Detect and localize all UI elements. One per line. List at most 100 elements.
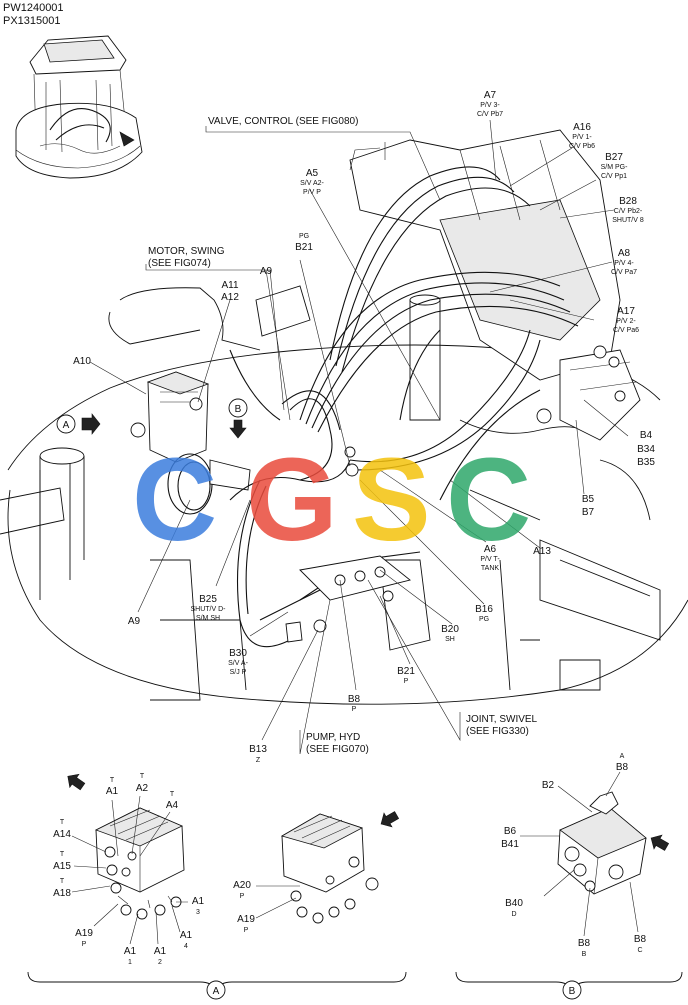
detail-b-b41: B41 <box>501 839 519 850</box>
part-labels: A7 P/V 3- C/V Pb7 A16 P/V 1- C/V Pb6 B27… <box>73 90 655 764</box>
label-a5: A5 <box>306 168 319 179</box>
watermark-letter-s: S <box>352 434 431 566</box>
detail-b-b6: B6 <box>504 826 517 837</box>
detail-a-a1-2-sub: 2 <box>158 959 162 966</box>
control-valve-block <box>349 129 641 441</box>
detail-a-a20: A20 <box>233 880 251 891</box>
callout-valve-control: VALVE, CONTROL (SEE FIG080) <box>208 116 358 127</box>
view-marker-a: A <box>56 413 101 435</box>
watermark-letter-c2: C <box>446 434 531 566</box>
header-code-1: PW1240001 <box>3 2 64 14</box>
label-b8-mid-sub: P <box>352 706 357 713</box>
detail-a-a19: A19 <box>75 928 93 939</box>
label-a7-sub2: C/V Pb7 <box>477 111 503 118</box>
detail-a-a1-1: A1 <box>124 946 137 957</box>
label-b16-sub: PG <box>479 616 489 623</box>
detail-b-b2: B2 <box>542 780 555 791</box>
label-a8: A8 <box>618 248 631 259</box>
detail-a-a14: A14 <box>53 829 71 840</box>
label-a5-sub1: S/V A2- <box>300 180 324 187</box>
label-b27: B27 <box>605 152 623 163</box>
label-a17-sub1: P/V 2- <box>616 318 636 325</box>
label-b21-top-sub: PG <box>299 233 309 240</box>
label-b25-sub2: S/M SH <box>196 615 220 622</box>
label-b8-mid: B8 <box>348 694 361 705</box>
detail-b-b8-b: B8 <box>578 938 591 949</box>
label-a11: A11 <box>221 280 238 291</box>
label-a7-sub1: P/V 3- <box>480 102 500 109</box>
label-b5: B5 <box>582 494 595 505</box>
label-a8-sub2: C/V Pa7 <box>611 269 637 276</box>
detail-a-a19b: A19 <box>237 914 255 925</box>
label-a16: A16 <box>573 122 591 133</box>
detail-a-caption: A <box>213 986 220 997</box>
label-a8-sub1: P/V 4- <box>614 260 634 267</box>
detail-b-b8-top: B8 <box>616 762 629 773</box>
detail-a-a19b-sub: P <box>244 927 249 934</box>
detail-a-a1t-sup: T <box>110 777 115 784</box>
detail-a-a20-sub: P <box>240 893 245 900</box>
label-b13: B13 <box>249 744 267 755</box>
callout-motor-swing-1: MOTOR, SWING <box>148 246 225 257</box>
detail-a-a1-1-sub: 1 <box>128 959 132 966</box>
callout-pump-hyd-1: PUMP, HYD <box>306 732 360 743</box>
label-b21-mid: B21 <box>397 666 415 677</box>
label-b20: B20 <box>441 624 459 635</box>
label-a17-sub2: C/V Pa6 <box>613 327 639 334</box>
label-a9-top: A9 <box>260 266 273 277</box>
detail-b-b8-b-sub: B <box>582 951 587 958</box>
detail-b: A B8 B2 B6 B41 B40 D B8 B B8 C B <box>455 753 683 1000</box>
label-b16: B16 <box>475 604 493 615</box>
detail-a-a1t: A1 <box>106 786 119 797</box>
label-b7: B7 <box>582 507 595 518</box>
label-a6-sub1: P/V T- <box>480 556 500 563</box>
label-b21-mid-sub: P <box>404 678 409 685</box>
callout-joint-swivel-2: (SEE FIG330) <box>466 726 529 737</box>
detail-b-b8-c-sub: C <box>637 947 642 954</box>
detail-b-b8-top-sup: A <box>620 753 625 760</box>
detail-a-a18-sup: T <box>60 878 65 885</box>
swing-motor <box>130 371 251 515</box>
detail-a: T A1 T A2 T A4 T A14 T A15 T A18 A19 P A… <box>27 773 407 1000</box>
detail-a-a1-4-sub: 4 <box>184 943 188 950</box>
label-a9-bot: A9 <box>128 616 141 627</box>
callout-motor-swing-2: (SEE FIG074) <box>148 258 211 269</box>
leader-lines <box>89 119 629 755</box>
detail-a-a2: A2 <box>136 783 149 794</box>
detail-a-a2-sup: T <box>140 773 145 780</box>
label-b4: B4 <box>640 430 653 441</box>
callout-pump-hyd-2: (SEE FIG070) <box>306 744 369 755</box>
label-a10: A10 <box>73 356 91 367</box>
label-a5-sub2: P/V P <box>303 189 321 196</box>
label-b21-top: B21 <box>295 242 313 253</box>
label-b30: B30 <box>229 648 247 659</box>
label-a12: A12 <box>221 292 239 303</box>
detail-a-a1-2: A1 <box>154 946 167 957</box>
label-b34: B34 <box>637 444 655 455</box>
label-a13: A13 <box>533 546 551 557</box>
watermark-letter-g: G <box>246 434 338 566</box>
detail-a-a1-3: A1 <box>192 896 205 907</box>
swivel-joint-block <box>285 408 552 643</box>
detail-a-a1-4: A1 <box>180 930 193 941</box>
view-marker-b: B <box>228 398 248 439</box>
detail-b-caption: B <box>569 986 576 997</box>
machine-thumbnail <box>15 35 143 179</box>
label-a16-sub2: C/V Pb6 <box>569 143 595 150</box>
label-b28-sub1: C/V Pb2- <box>614 208 643 215</box>
hose-bundles <box>229 166 579 648</box>
detail-b-b40: B40 <box>505 898 523 909</box>
label-b35: B35 <box>637 457 655 468</box>
label-b20-sub: SH <box>445 636 455 643</box>
cgsc-watermark: C G S C <box>132 434 531 566</box>
detail-a-a19-sub: P <box>82 941 87 948</box>
detail-a-a14-sup: T <box>60 819 65 826</box>
view-marker-b-text: B <box>235 404 242 415</box>
label-b28: B28 <box>619 196 637 207</box>
detail-b-b8-c: B8 <box>634 934 647 945</box>
header-code-2: PX1315001 <box>3 15 61 27</box>
label-b28-sub2: SHUT/V 8 <box>612 217 644 224</box>
watermark-letter-c1: C <box>132 434 217 566</box>
detail-a-a18: A18 <box>53 888 71 899</box>
